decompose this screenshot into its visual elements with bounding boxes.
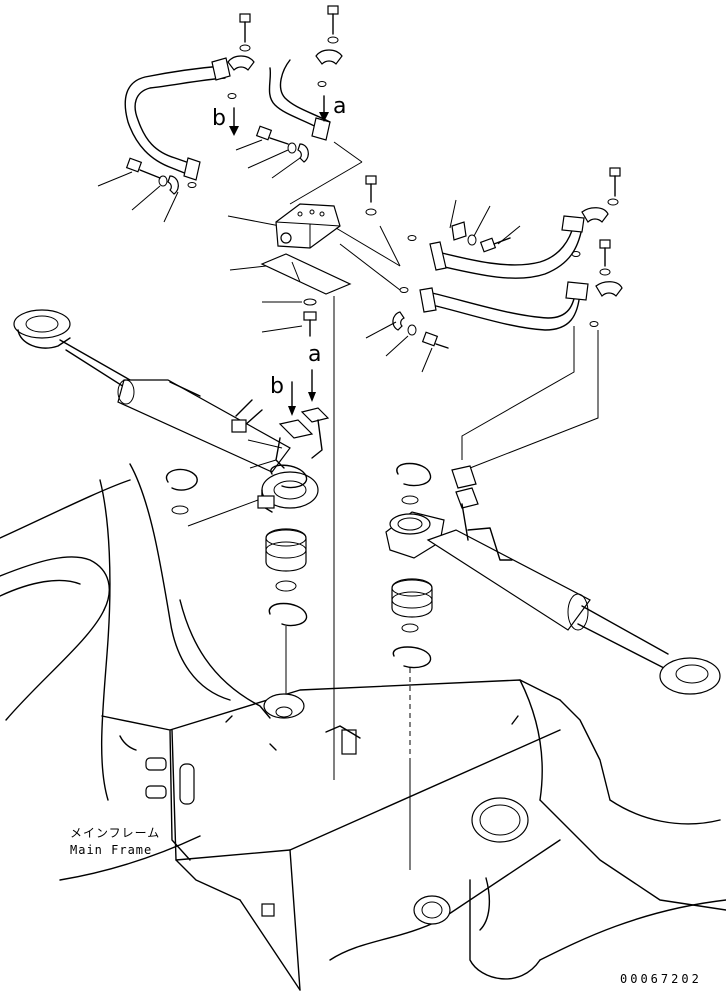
right-fittings [365, 167, 623, 373]
callout-a-lower: a [308, 342, 322, 367]
callout-b-lower: b [270, 374, 284, 399]
upper-left-hose [124, 57, 331, 181]
block-bolt [335, 175, 417, 293]
right-cylinder [385, 465, 721, 695]
flow-arrows [229, 95, 329, 136]
main-frame [0, 463, 726, 991]
left-bearing-stack [165, 464, 308, 696]
left-bolt-group [125, 125, 309, 195]
drawing-code: 00067202 [620, 972, 702, 986]
left-leader-lines [97, 139, 363, 333]
callout-a-top: a [333, 94, 347, 119]
upper-right-hose [419, 215, 589, 331]
right-leader-to-cylinder [461, 326, 599, 486]
main-frame-label-jp: メインフレーム [70, 826, 161, 840]
main-frame-label-en: Main Frame [70, 843, 153, 857]
callout-b-top: b [212, 106, 226, 131]
top-bolts [227, 5, 343, 99]
valve-block [260, 203, 352, 337]
left-cylinder [13, 309, 319, 513]
right-bearing-stack [391, 462, 433, 870]
